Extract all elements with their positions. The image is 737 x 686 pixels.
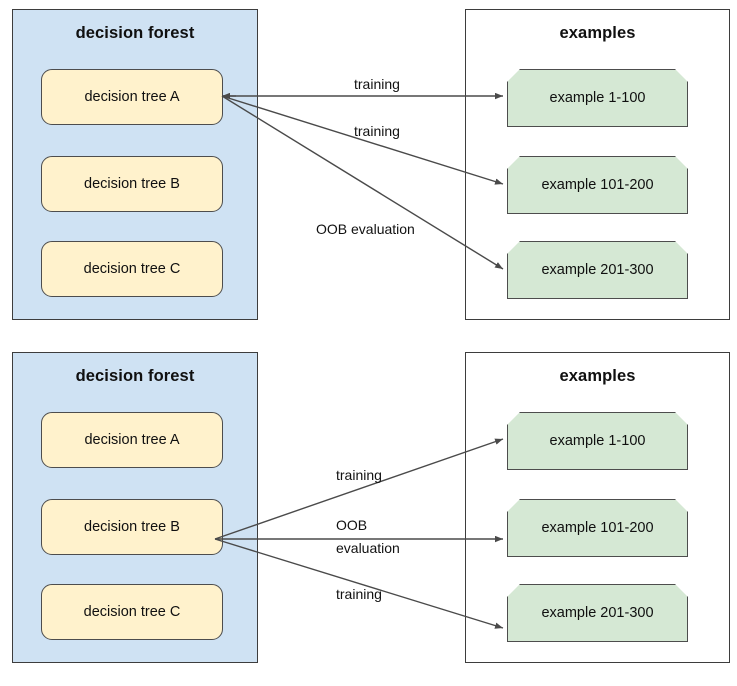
decision-tree-c-box-top[interactable]: decision tree C xyxy=(41,241,223,297)
edge-label-training-2-top: training xyxy=(354,123,400,139)
examples-panel-top: examples example 1-100 example 101-200 e… xyxy=(465,9,730,320)
decision-forest-panel-bottom: decision forest decision tree A decision… xyxy=(12,352,258,663)
example-101-200-box-top[interactable]: example 101-200 xyxy=(507,156,688,214)
edge-label-training-1-bottom: training xyxy=(336,467,382,483)
examples-title-top: examples xyxy=(559,24,636,42)
edge-label-evaluation-bottom: evaluation xyxy=(336,540,400,556)
edge-a-to-example2-top xyxy=(221,95,504,185)
example-101-200-box-bottom[interactable]: example 101-200 xyxy=(507,499,688,557)
decision-tree-a-box-top[interactable]: decision tree A xyxy=(41,69,223,125)
edge-label-oob-evaluation-top: OOB evaluation xyxy=(316,221,415,237)
example-1-100-box-bottom[interactable]: example 1-100 xyxy=(507,412,688,470)
edge-label-oob-bottom: OOB xyxy=(336,517,368,533)
decision-tree-a-box-bottom[interactable]: decision tree A xyxy=(41,412,223,468)
edge-label-training-2-bottom: training xyxy=(336,586,382,602)
decision-tree-b-box-bottom[interactable]: decision tree B xyxy=(41,499,223,555)
decision-forest-panel-top: decision forest decision tree A decision… xyxy=(12,9,258,320)
edge-a-to-example3-top xyxy=(221,95,504,270)
diagram-bottom: decision forest decision tree A decision… xyxy=(0,343,737,686)
diagram-top: decision forest decision tree A decision… xyxy=(12,9,730,320)
example-1-100-box-top[interactable]: example 1-100 xyxy=(507,69,688,127)
decision-forest-title-bottom: decision forest xyxy=(75,367,195,385)
decision-forest-title-top: decision forest xyxy=(75,24,195,42)
decision-tree-b-box-top[interactable]: decision tree B xyxy=(41,156,223,212)
example-201-300-box-bottom[interactable]: example 201-300 xyxy=(507,584,688,642)
decision-tree-c-box-bottom[interactable]: decision tree C xyxy=(41,584,223,640)
example-201-300-box-top[interactable]: example 201-300 xyxy=(507,241,688,299)
edge-label-training-1-top: training xyxy=(354,76,400,92)
examples-title-bottom: examples xyxy=(559,367,636,385)
examples-panel-bottom: examples example 1-100 example 101-200 e… xyxy=(465,352,730,663)
